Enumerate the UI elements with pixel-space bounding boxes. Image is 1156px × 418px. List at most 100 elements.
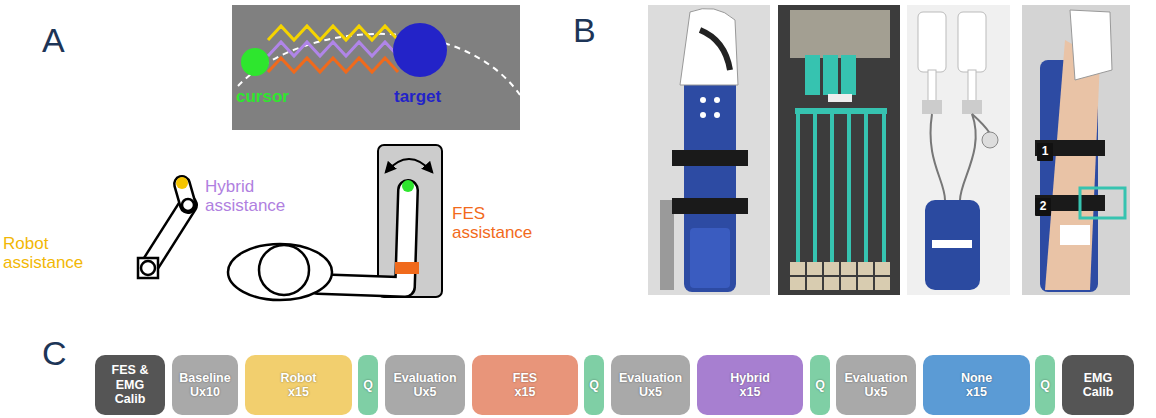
questionnaire-block: Q [584,355,604,415]
orthosis-photo-part [690,228,730,288]
stimulator-photo-part [922,100,942,114]
block-text: x15 [740,385,761,399]
electrode-array-photo-part [790,10,890,58]
orthosis-photo [648,5,770,295]
worn-setup-photo-part [1060,225,1090,245]
orthosis-photo-part [680,8,738,85]
stimulator-photo-part [958,12,986,72]
orthosis-photo-part [714,97,720,103]
task-screen-part [232,5,520,130]
worn-setup-photo [1022,5,1130,295]
electrode-array-photo-part [798,110,884,262]
assistance-label: Robot assistance [3,235,95,272]
task-screen-part [238,34,520,95]
electrode-array-photo-part-part [875,277,890,290]
evaluation-block: EvaluationUx5 [385,355,465,415]
person-top-view-part [395,262,419,274]
electrode-array-photo-part [841,55,856,95]
electrode-array-photo-part-part [824,262,839,275]
calibration-block: FES & EMG Calib [95,355,165,415]
block-text: FES [513,371,537,385]
electrode-array-photo-part-part [824,277,839,290]
robot-arm-part [182,199,194,211]
robot-arm-part [141,261,155,275]
electrode-array-photo-part [823,55,838,95]
task-screen [232,5,520,130]
electrode-array-photo-part-part [858,277,873,290]
electrode-array-photo-part [790,262,890,290]
orthosis-photo-part [700,112,706,118]
block-text: x15 [966,385,987,399]
worn-setup-photo-part [1080,188,1125,218]
electrode-array-photo-part-part [841,262,856,275]
task-screen-part [393,23,447,77]
electrode-array-photo-part [805,55,820,95]
hybrid-block: Hybridx15 [697,355,803,415]
robot-arm [138,177,194,278]
task-screen-part [241,48,269,76]
orthosis-photo-part [672,198,748,214]
orthosis-photo-part [648,5,770,295]
electrode-array-photo-part-part [841,277,856,290]
questionnaire-block: Q [810,355,830,415]
block-text: FES & EMG Calib [104,363,156,406]
block-text: Evaluation [393,371,456,385]
task-screen-part [268,58,398,72]
person-top-view [228,145,442,300]
electrode-array-photo-part-part [796,110,800,262]
block-text: Q [363,378,373,392]
electrode-array-photo-part [828,94,852,102]
worn-setup-photo-part [1045,40,1100,290]
stimulator-photo-part [982,132,998,148]
callout-number: 2 [1035,198,1051,216]
task-screen-part [268,42,398,56]
fes-block: FESx15 [472,355,578,415]
worn-setup-photo-part [1022,5,1130,295]
block-text: Q [1040,378,1050,392]
electrode-array-photo-part-part [882,110,886,262]
block-text: Ux5 [865,385,888,399]
panel-letter: A [42,22,65,59]
stimulator-photo-part [907,5,1010,295]
orthosis-photo-part [672,150,748,166]
block-text: x15 [515,385,536,399]
cursor-label: cursor [236,88,289,107]
stimulator-photo-part [960,114,976,200]
stimulator-photo-part [962,100,982,114]
person-top-view-part [402,180,414,192]
stimulator-photo-part [925,200,980,290]
electrode-array-photo-part [778,5,900,295]
electrode-array-photo-part-part [790,262,805,275]
questionnaire-block: Q [358,355,378,415]
orthosis-photo-part [684,70,736,292]
task-screen-part [268,26,398,40]
block-text: EMG Calib [1072,371,1124,400]
worn-setup-photo-part [1070,10,1112,80]
block-text: 2 [1040,200,1047,214]
target-label: target [394,88,441,107]
electrode-array-photo-part-part [875,262,890,275]
electrode-array-photo-part [795,108,887,114]
electrode-array-photo-part-part [807,277,822,290]
panel-letter: B [573,12,596,49]
electrode-array-photo-part-part [813,110,817,262]
block-text: Ux5 [414,385,437,399]
block-text: Ux10 [190,385,220,399]
orthosis-photo-part [714,112,720,118]
person-top-view-part [259,245,309,295]
electrode-array-photo [778,5,900,295]
assistance-label: Hybrid assistance [205,178,327,215]
block-text: Ux5 [639,385,662,399]
stimulator-photo-part [918,12,946,72]
robot-arm-part [138,258,158,278]
block-text: Evaluation [844,371,907,385]
panel-letter: C [42,335,67,372]
block-text: Q [589,378,599,392]
electrode-array-photo-part-part [807,262,822,275]
block-text: Robot [280,371,316,385]
electrode-array-photo-part-part [790,277,805,290]
evaluation-block: EvaluationUx5 [611,355,690,415]
stimulator-photo-part [932,240,972,248]
block-text: Q [815,378,825,392]
